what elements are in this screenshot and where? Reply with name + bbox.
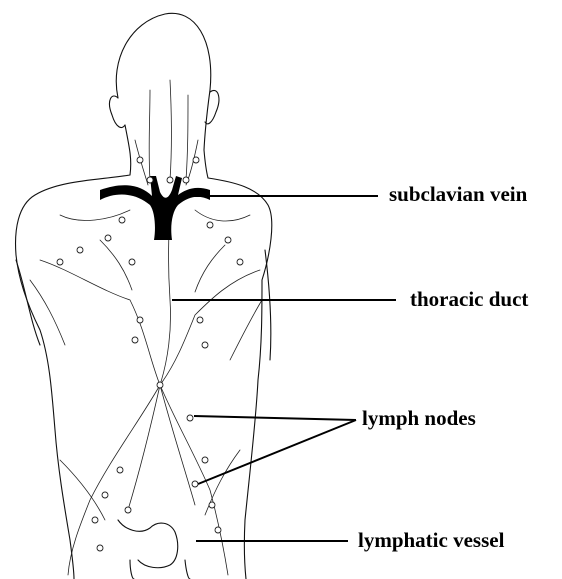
lymph-nodes-leader-lower: [198, 420, 356, 484]
label-subclavian-vein: subclavian vein: [389, 184, 527, 205]
label-lymphatic-vessel: lymphatic vessel: [358, 530, 504, 551]
lymphatic-vessels: [30, 80, 262, 575]
head-outline: [110, 13, 219, 178]
lymph-nodes-leader-upper: [194, 416, 356, 420]
leader-lines: [172, 196, 396, 541]
subclavian-vein-shape: [100, 176, 210, 240]
torso-outline: [16, 175, 272, 579]
label-thoracic-duct: thoracic duct: [410, 289, 528, 310]
label-lymph-nodes: lymph nodes: [362, 408, 476, 429]
